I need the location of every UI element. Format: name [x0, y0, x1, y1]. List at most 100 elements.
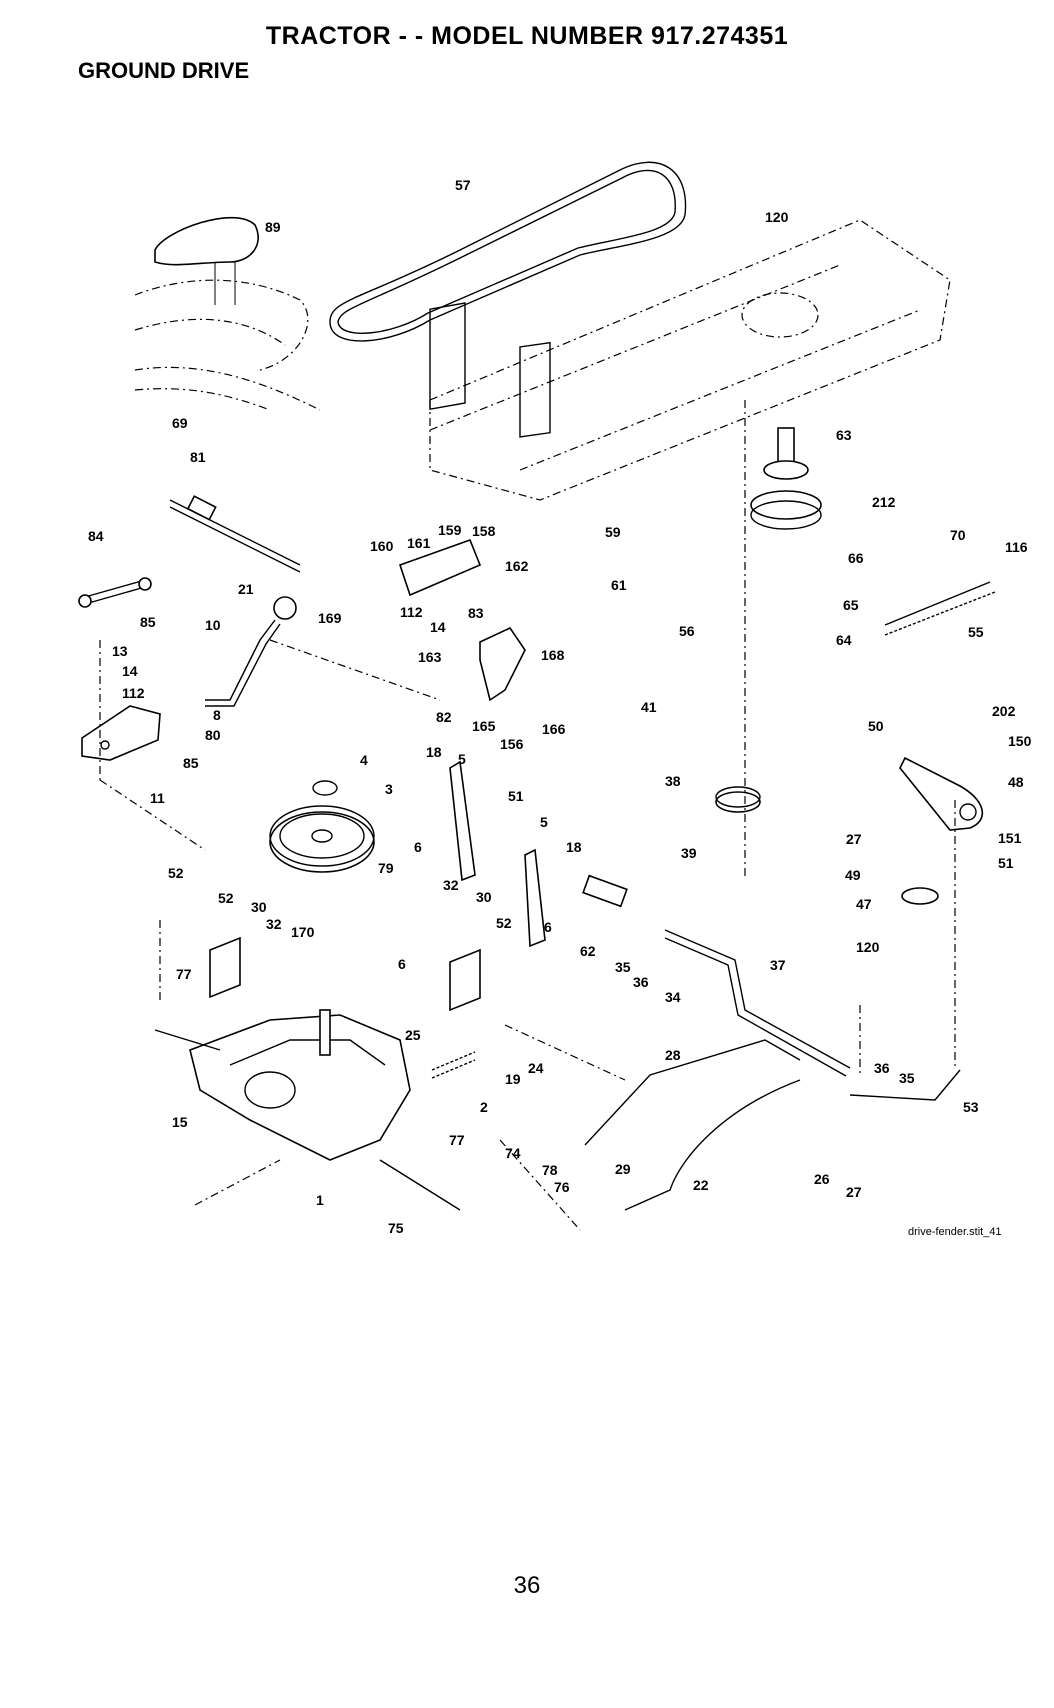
callout-c51a: 51: [508, 788, 524, 804]
tube-62: [582, 874, 628, 908]
callout-c156: 156: [500, 736, 524, 752]
callout-c77a: 77: [176, 966, 192, 982]
callout-c18b: 18: [566, 839, 582, 855]
callout-c6a: 6: [414, 839, 422, 855]
bracket-48: [899, 756, 984, 831]
spring-25: [431, 1051, 476, 1071]
callout-c150: 150: [1008, 733, 1032, 749]
lift-lever-cover: [154, 216, 259, 266]
pulley-3: [269, 805, 375, 873]
callout-c35a: 35: [615, 959, 631, 975]
callout-c84: 84: [88, 528, 104, 544]
bracket-80: [81, 705, 161, 761]
callout-c63: 63: [836, 427, 852, 443]
callout-c34: 34: [665, 989, 681, 1005]
page-title: TRACTOR - - MODEL NUMBER 917.274351: [265, 22, 789, 50]
section-title: GROUND DRIVE: [78, 58, 250, 83]
shaft-37: [664, 929, 851, 1069]
callout-c30a: 30: [476, 889, 492, 905]
callout-c19: 19: [505, 1071, 521, 1087]
bracket-165: [479, 626, 526, 702]
bracket-5a: [449, 760, 476, 882]
callout-c202: 202: [992, 703, 1016, 719]
bracket-5b: [524, 848, 546, 948]
callout-c120a: 120: [765, 209, 789, 225]
knob-21: [273, 596, 297, 620]
callout-c120b: 120: [856, 939, 880, 955]
callout-c1: 1: [316, 1192, 324, 1208]
callout-c112b: 112: [122, 685, 145, 701]
callout-c69: 69: [172, 415, 188, 431]
callout-c66: 66: [848, 550, 864, 566]
callout-c165: 165: [472, 718, 496, 734]
callout-c22: 22: [693, 1177, 709, 1193]
callout-c4: 4: [360, 752, 368, 768]
callout-c5b: 5: [540, 814, 548, 830]
callout-c163: 163: [418, 649, 442, 665]
callout-c8: 8: [213, 707, 221, 723]
rod-53: [849, 1069, 961, 1101]
callout-c151: 151: [998, 830, 1022, 846]
callout-c83: 83: [468, 605, 484, 621]
callout-c52a: 52: [168, 865, 184, 881]
callout-c116: 116: [1005, 539, 1028, 555]
callout-c74: 74: [505, 1145, 521, 1161]
callout-c62: 62: [580, 943, 596, 959]
callout-c89: 89: [265, 219, 281, 235]
callout-c32b: 32: [266, 916, 282, 932]
plate-30-left: [209, 936, 241, 999]
callout-c70: 70: [950, 527, 966, 543]
rod-84: [84, 579, 146, 598]
callout-c76: 76: [554, 1179, 570, 1195]
callout-c85b: 85: [183, 755, 199, 771]
callout-c82: 82: [436, 709, 452, 725]
callout-c166: 166: [542, 721, 566, 737]
callout-c27a: 27: [846, 831, 862, 847]
callout-c49: 49: [845, 867, 861, 883]
callout-c52b: 52: [218, 890, 234, 906]
callout-c170: 170: [291, 924, 315, 940]
callout-c64: 64: [836, 632, 852, 648]
callout-c48: 48: [1008, 774, 1024, 790]
callout-c79: 79: [378, 860, 394, 876]
callout-c55: 55: [968, 624, 984, 640]
transaxle-1: [154, 1009, 461, 1211]
callout-c50: 50: [868, 718, 884, 734]
drive-belt: [329, 161, 687, 342]
spring-55: [884, 581, 991, 626]
callout-c11: 11: [150, 790, 165, 806]
callout-c77b: 77: [449, 1132, 465, 1148]
callout-c56: 56: [679, 623, 695, 639]
callout-c51b: 51: [998, 855, 1014, 871]
callout-c53: 53: [963, 1099, 979, 1115]
callout-c158: 158: [472, 523, 496, 539]
callout-c36b: 36: [874, 1060, 890, 1076]
callout-c29: 29: [615, 1161, 631, 1177]
callout-c162: 162: [505, 558, 529, 574]
idler-38: [715, 791, 761, 813]
callout-c112a: 112: [400, 604, 423, 620]
callout-c30b: 30: [251, 899, 267, 915]
callout-c18a: 18: [426, 744, 442, 760]
callout-c13: 13: [112, 643, 128, 659]
callout-c28: 28: [665, 1047, 681, 1063]
callout-c85a: 85: [140, 614, 156, 630]
callout-c3: 3: [385, 781, 393, 797]
callout-c32a: 32: [443, 877, 459, 893]
lever-8: [205, 619, 276, 701]
callout-c168: 168: [541, 647, 565, 663]
callout-c52c: 52: [496, 915, 512, 931]
file-reference: drive-fender.stit_41: [908, 1226, 1002, 1238]
callout-c6c: 6: [398, 956, 406, 972]
callout-c159: 159: [438, 522, 462, 538]
callout-c36a: 36: [633, 974, 649, 990]
callout-c2: 2: [480, 1099, 488, 1115]
rod-22: [624, 1079, 801, 1211]
callout-c65: 65: [843, 597, 859, 613]
bracket-159: [398, 538, 482, 597]
callout-c59: 59: [605, 524, 621, 540]
callout-c10: 10: [205, 617, 221, 633]
callout-c81: 81: [190, 449, 206, 465]
callout-c47: 47: [856, 896, 872, 912]
